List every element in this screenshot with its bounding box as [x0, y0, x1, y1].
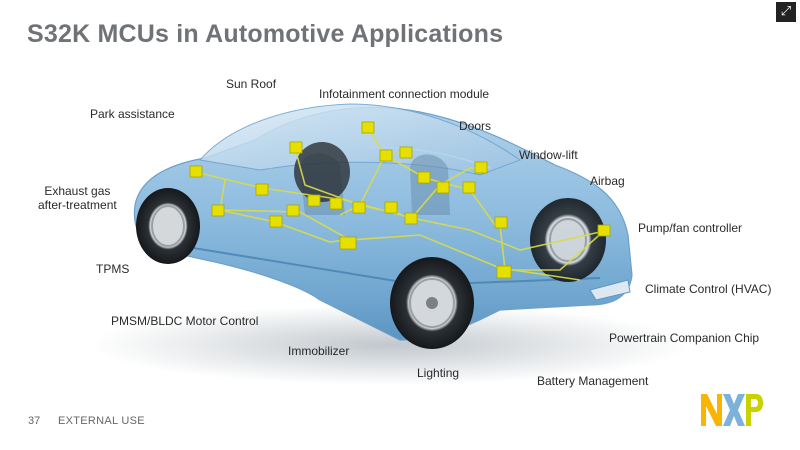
ecu-module: [352, 201, 366, 214]
ecu-module: [339, 236, 357, 250]
ecu-module: [269, 215, 283, 228]
ecu-module: [189, 165, 203, 178]
ecu-modules: [189, 121, 611, 279]
ecu-module: [496, 265, 512, 279]
ecu-module: [494, 216, 508, 229]
label-battery: Battery Management: [537, 374, 649, 388]
classification-label: EXTERNAL USE: [58, 415, 145, 427]
expand-icon[interactable]: ⤢: [776, 2, 796, 22]
label-park-assistance: Park assistance: [90, 107, 175, 121]
label-exhaust-gas-line2: after-treatment: [38, 198, 117, 212]
label-pump-fan: Pump/fan controller: [638, 221, 743, 235]
ecu-module: [462, 181, 476, 194]
ecu-module: [379, 149, 393, 162]
label-climate: Climate Control (HVAC): [645, 282, 772, 296]
label-sun-roof: Sun Roof: [226, 77, 277, 91]
ecu-module: [255, 183, 269, 196]
ecu-module: [307, 194, 321, 207]
label-exhaust-gas-line1: Exhaust gas: [44, 184, 111, 198]
label-powertrain: Powertrain Companion Chip: [609, 331, 760, 345]
ecu-module: [329, 197, 343, 210]
car-glass: [199, 103, 522, 176]
page-number: 37: [28, 415, 41, 427]
car-seat: [410, 154, 450, 215]
label-tpms: TPMS: [96, 262, 130, 276]
ecu-module: [436, 181, 450, 194]
ecu-module: [399, 146, 413, 159]
ecu-module: [417, 171, 431, 184]
ecu-module: [384, 201, 398, 214]
label-exhaust-gas: Exhaust gas after-treatment: [38, 184, 117, 212]
label-immobilizer: Immobilizer: [288, 344, 350, 358]
label-window-lift: Window-lift: [519, 148, 578, 162]
rear-inner-wheel: [294, 142, 350, 202]
ecu-module: [289, 141, 303, 154]
label-lighting: Lighting: [417, 366, 460, 380]
rear-wheel: [136, 188, 200, 264]
ecu-module: [211, 204, 225, 217]
label-pmsm: PMSM/BLDC Motor Control: [111, 314, 259, 328]
ecu-module: [474, 161, 488, 174]
slide-title: S32K MCUs in Automotive Applications: [27, 20, 504, 48]
car-window-line: [269, 146, 491, 169]
ecu-module: [361, 121, 375, 134]
nxp-logo: [701, 394, 763, 426]
ecu-module: [286, 204, 300, 217]
ecu-module: [597, 224, 611, 237]
label-infotainment: Infotainment connection module: [319, 87, 490, 101]
label-doors: Doors: [459, 119, 492, 133]
ecu-module: [404, 212, 418, 225]
headlight: [589, 279, 631, 301]
label-airbag: Airbag: [590, 174, 625, 188]
car-shadow: [90, 305, 690, 385]
